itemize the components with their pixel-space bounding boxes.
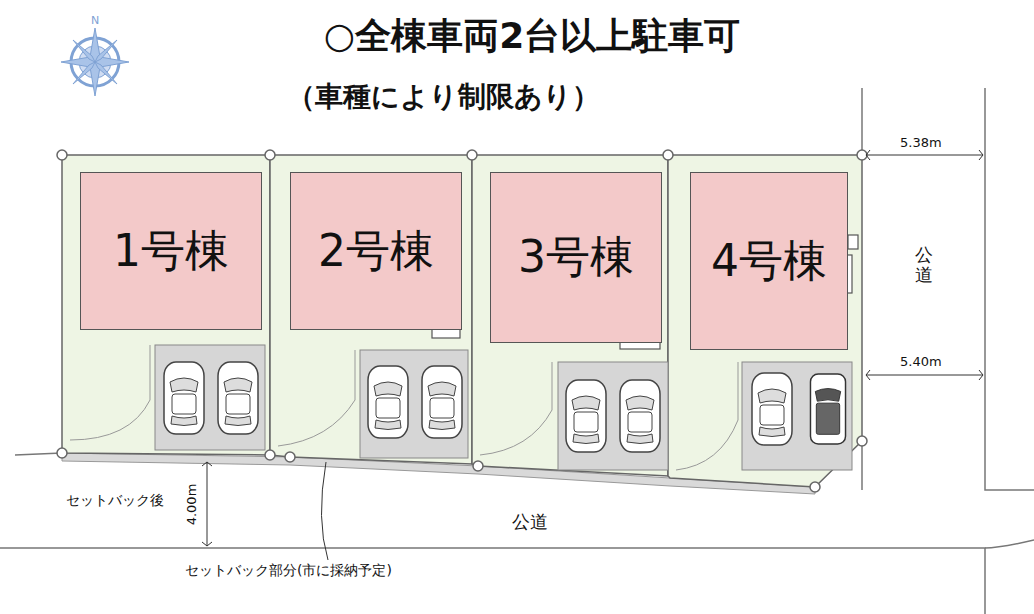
setback-label: セットバック後 (64, 492, 166, 510)
building-label: 2号棟 (318, 222, 434, 281)
building-box: 2号棟 (290, 172, 462, 330)
dimension: 4.00m (184, 483, 199, 525)
compass-north: N (89, 14, 101, 27)
note: （車種により制限あり） (285, 78, 602, 116)
building-label: 3号棟 (518, 228, 634, 287)
road-label: 公道 (510, 510, 550, 534)
building-box: 3号棟 (490, 172, 662, 343)
building-label: 1号棟 (113, 222, 229, 281)
dimension: 5.40m (898, 354, 944, 369)
building-box: 4号棟 (690, 172, 848, 350)
title: ○全棟車両2台以上駐車可 (0, 12, 1034, 61)
dimension: 5.38m (898, 135, 944, 150)
road-label: 公道 (915, 245, 933, 285)
setback-note: セットバック部分(市に採納予定) (183, 562, 394, 580)
building-box: 1号棟 (80, 172, 262, 330)
building-label: 4号棟 (711, 232, 827, 291)
